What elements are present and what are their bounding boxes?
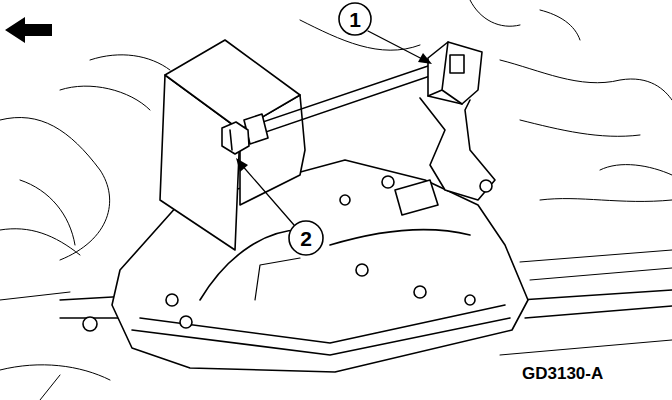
callout-circle: 2 bbox=[288, 220, 324, 256]
callout-number: 1 bbox=[349, 9, 361, 30]
bolts bbox=[83, 176, 492, 331]
figure-code: GD3130-A bbox=[522, 364, 603, 384]
callout-number: 2 bbox=[300, 228, 312, 249]
callout-circle: 1 bbox=[338, 2, 372, 36]
